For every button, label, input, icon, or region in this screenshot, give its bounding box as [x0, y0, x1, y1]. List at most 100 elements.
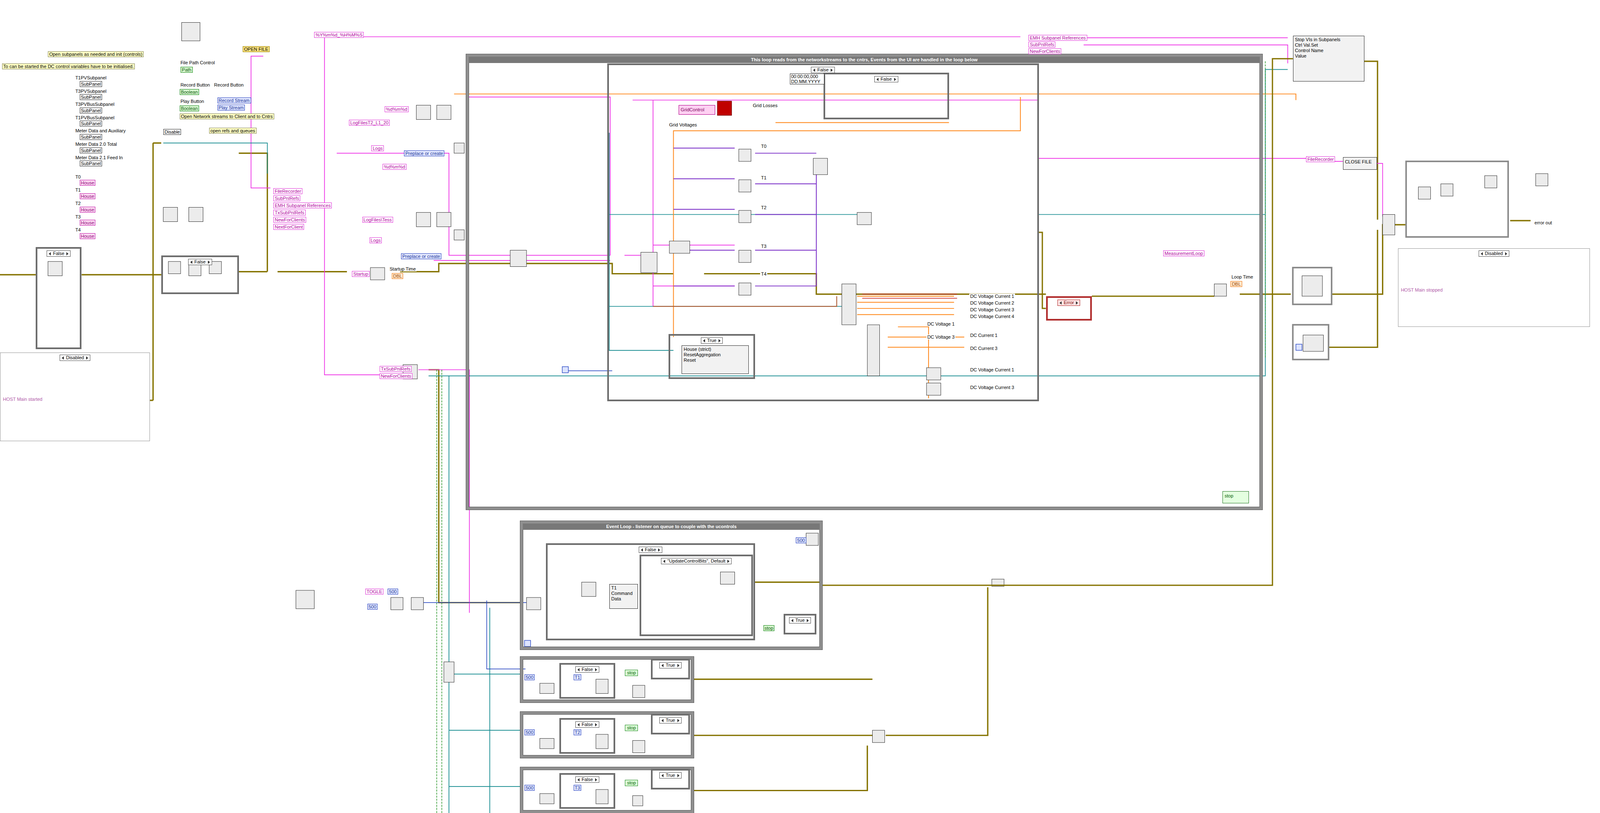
disabled-text: HOST Main stopped [1400, 287, 1444, 293]
control-label: T4 [760, 271, 768, 277]
string-constant: Logs [369, 237, 383, 244]
string-constant: NewForClients [1028, 48, 1062, 55]
numeric-constant: Preplace or create [401, 253, 442, 260]
label-holder: Meter Data and Auxiliary [74, 126, 127, 134]
label-holder: SubPanel [79, 92, 103, 101]
label-holder: T2 [573, 727, 582, 736]
case-selector: "UpdateControlBits", Default [660, 557, 732, 564]
while-loop: stop False True [520, 711, 694, 758]
structure-frames [1293, 161, 1509, 360]
control-label: Meter Data and Auxiliary [74, 128, 127, 134]
subvi-icon [738, 149, 751, 162]
queue-wire [163, 69, 1288, 813]
label-holder: True [652, 660, 688, 669]
case-selector: False [575, 666, 600, 673]
label-holder: OPEN FILE [242, 44, 270, 53]
case-selector: False [810, 66, 835, 74]
label-holder: HOST Main stopped [1400, 287, 1444, 293]
label-holder: False [561, 664, 614, 673]
label-holder: T3PVBusSubpanel [74, 99, 116, 108]
subvi-icon [926, 367, 941, 380]
numeric-constant: T3 [573, 784, 582, 791]
subvi-icon [188, 263, 202, 276]
label-holder: error out [1533, 218, 1553, 226]
label-holder: 500 [524, 672, 535, 681]
label-holder: TxSubPnlRefs [273, 208, 306, 216]
local-variable: stop [624, 724, 638, 731]
control-label: Record Button [179, 82, 211, 88]
sequence-frame [1405, 161, 1509, 237]
control-label: Grid Voltages [668, 122, 698, 128]
case-structure: False [823, 72, 950, 120]
label-holder: T3 [760, 241, 768, 250]
label-holder: stop [763, 623, 775, 632]
case-structure: True [783, 613, 817, 635]
string-constant: NewForClients [273, 216, 307, 223]
label-holder: DC Voltage Current 2 [969, 298, 1016, 307]
label-holder: EMH Subpanel References [273, 201, 332, 209]
string-constant: LogFilesT2_L1_20 [348, 119, 390, 126]
label-holder: TxSubPnlRefs [379, 364, 412, 373]
loop-label: Event Loop - listener on queue to couple… [522, 523, 820, 530]
function-node: CLOSE FILE [1342, 157, 1378, 170]
case-selector: False [638, 546, 663, 553]
node-text: Command [611, 590, 633, 596]
node-text: T1 [611, 584, 633, 591]
case-structure: True [650, 768, 690, 790]
label-holder: FileRecorder [1306, 154, 1336, 163]
case-frame [1293, 324, 1329, 360]
control-label: DC Voltage Current 1 [969, 367, 1016, 373]
label-holder: DC Voltage Current 1 [969, 365, 1016, 373]
control-label: DC Voltage Current 3 [969, 384, 1016, 390]
label-holder: False [162, 257, 238, 265]
subvi-icon [738, 210, 751, 223]
label-holder: False [561, 719, 614, 728]
file-function: OPEN FILE [242, 46, 270, 53]
label-holder: Grid Losses [752, 101, 779, 109]
subvi-icon [581, 582, 596, 597]
label-holder: NextForClient [273, 222, 305, 231]
numeric-indicator: DBL [1230, 280, 1242, 287]
numeric-constant: 500 [795, 537, 806, 543]
subvi-icon [720, 571, 735, 584]
iteration-terminal [524, 640, 531, 647]
label-holder: T1PVSubpanel [74, 73, 108, 82]
subpanel-reference: SubPanel [79, 120, 103, 127]
control-label: DC Voltage Current 1 [969, 293, 1016, 299]
subvi-icon [857, 212, 872, 225]
label-holder: DC Voltage 1 [926, 319, 956, 328]
label-holder: DC Voltage Current 3 [969, 305, 1016, 313]
boolean-control: Boolean [179, 89, 200, 95]
control-label: T1 [74, 187, 82, 193]
label-holder: True [652, 715, 688, 724]
label-holder: House [79, 218, 96, 226]
subvi-icon [595, 679, 609, 694]
string-constant: %d%m%d [384, 106, 409, 113]
iteration-terminals [524, 74, 1303, 646]
label-holder: NewForClients [1028, 47, 1062, 55]
subvi-icon [188, 207, 204, 222]
subvi-icon [1418, 186, 1431, 200]
subvi-icon [539, 793, 554, 804]
label-holder: Disabled [0, 353, 150, 361]
label-holder: DC Voltage Current 4 [969, 312, 1016, 320]
label-holder: False [825, 74, 948, 83]
label-holder: House [79, 191, 96, 200]
node-text: House (strict) [683, 346, 721, 352]
case-selector: False [874, 76, 899, 83]
label-holder: SubPnlRefs [1028, 40, 1056, 48]
string-constant: TOGLE [365, 588, 384, 595]
control-label: Play Button [179, 98, 205, 104]
numeric-constant: 500 [367, 603, 378, 610]
function-node: Stop VIs in SubpanelsCtrl Val.SetControl… [1293, 35, 1365, 82]
control-label: DC Voltage Current 3 [969, 306, 1016, 313]
local-variable: stop [624, 669, 638, 676]
iteration-terminal [562, 366, 569, 373]
node-text: stop [1224, 493, 1234, 499]
case-selector: True [659, 661, 682, 669]
label-holder: stop [624, 778, 638, 786]
subvi-icon [632, 739, 645, 753]
label-holder: Open subpanels as needed and init (contr… [47, 49, 144, 58]
label-holder: Record Button [179, 80, 211, 89]
case-selector: True [789, 616, 811, 624]
